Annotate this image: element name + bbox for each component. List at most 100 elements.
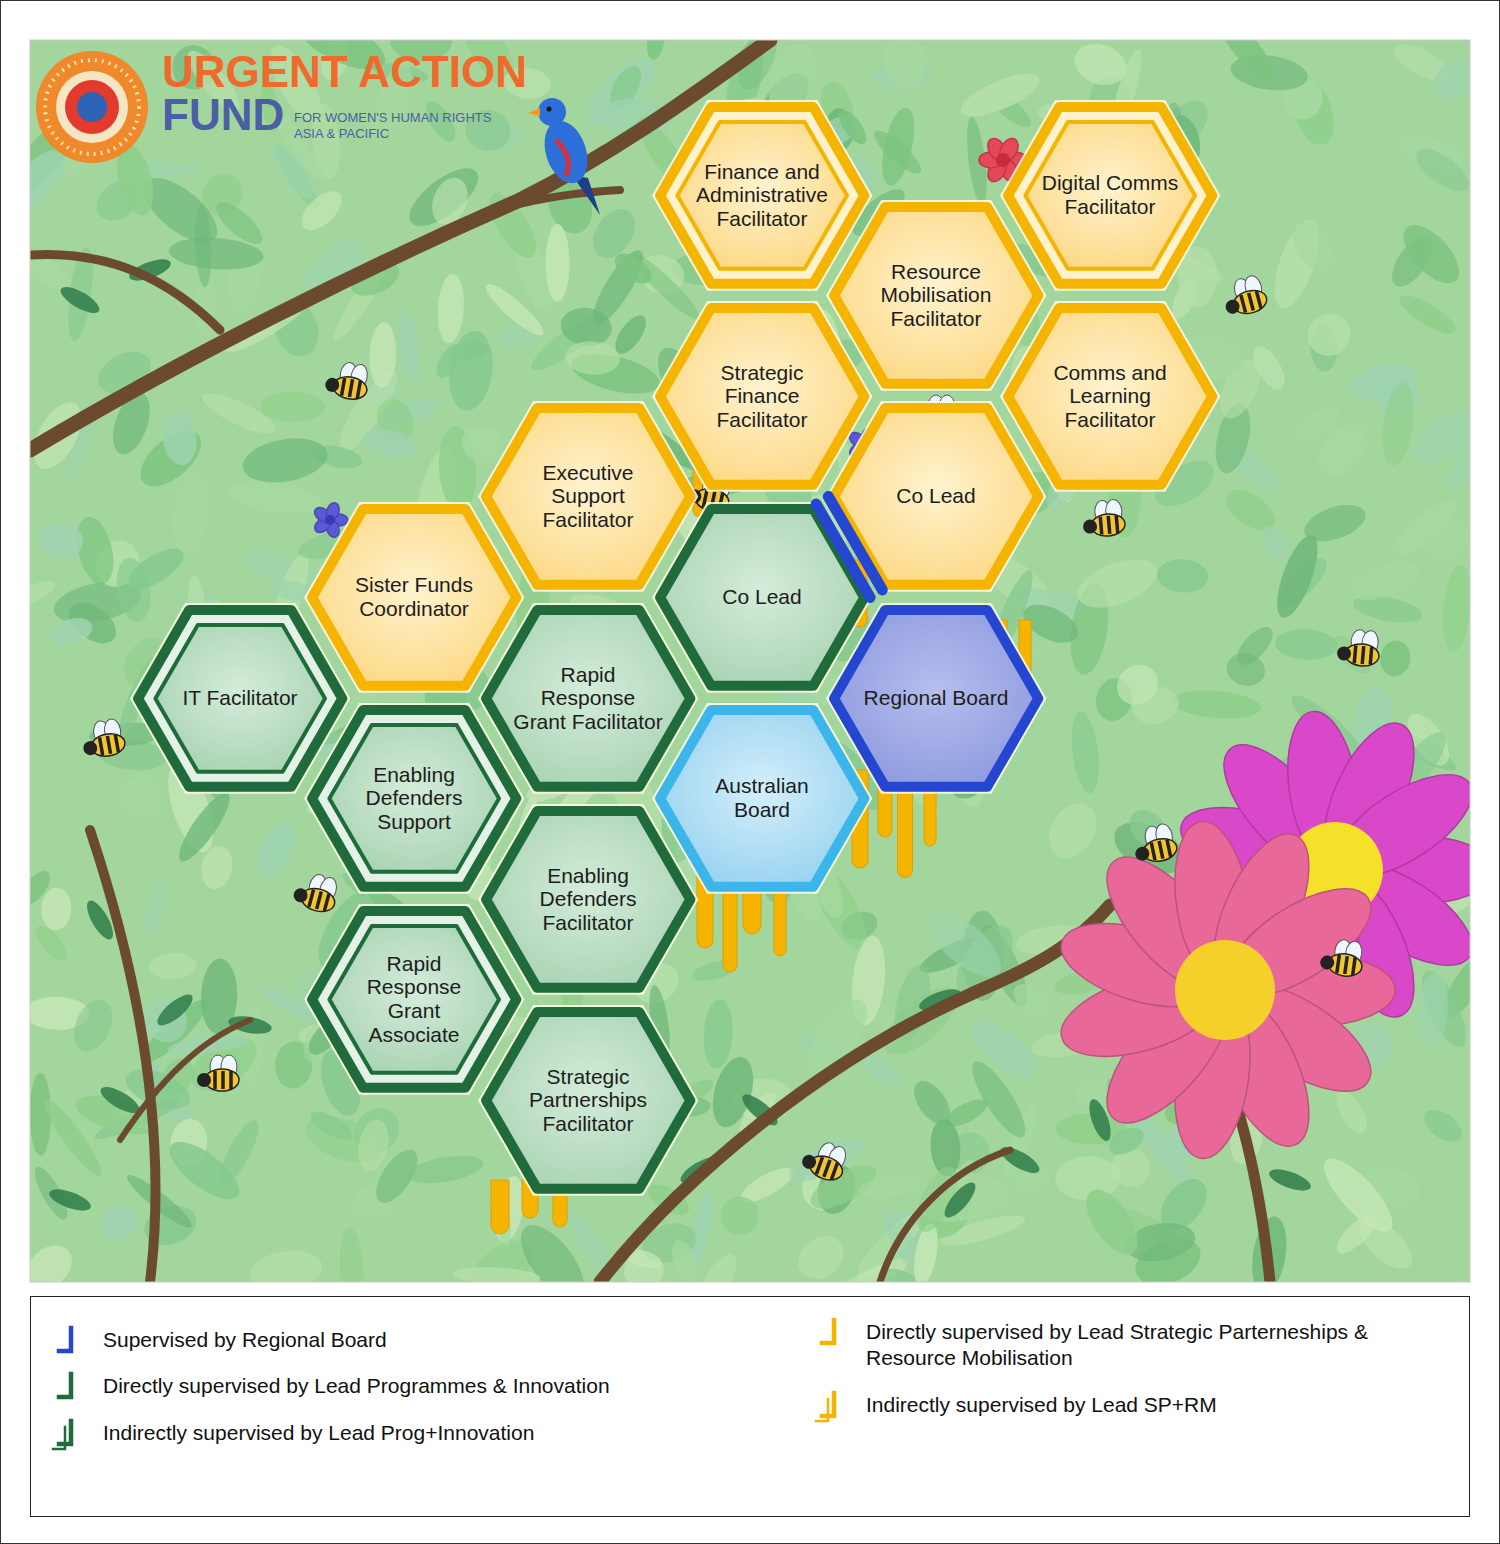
bee-stripe bbox=[1249, 293, 1254, 310]
hexagon-inner-border bbox=[677, 122, 847, 269]
hexagon-backing bbox=[833, 206, 1040, 385]
leaf bbox=[1413, 965, 1470, 1053]
leaf bbox=[161, 1132, 248, 1210]
hexagon-backing bbox=[485, 810, 692, 989]
leaf bbox=[112, 771, 168, 826]
leaf bbox=[790, 1227, 852, 1282]
leaf bbox=[159, 410, 200, 467]
role-text-box: Finance and Administrative Facilitator bbox=[694, 160, 831, 231]
hexagon-backing bbox=[659, 106, 866, 285]
leaf bbox=[857, 1172, 921, 1201]
leaf bbox=[1224, 650, 1269, 690]
bird-wing bbox=[556, 140, 568, 176]
hexagon-role: Enabling Defenders Facilitator bbox=[478, 804, 698, 995]
logo-ring bbox=[56, 71, 128, 143]
hexagon-backing bbox=[659, 709, 866, 888]
bee-stripe bbox=[1256, 291, 1261, 308]
hexagon-role: Rapid Response Grant Associate bbox=[304, 904, 524, 1095]
role-name: Rapid Response Grant Associate bbox=[346, 952, 483, 1046]
bee-stripe bbox=[1167, 839, 1171, 857]
role-name: Enabling Defenders Facilitator bbox=[513, 864, 663, 935]
role-name: Rapid Response Grant Facilitator bbox=[513, 663, 663, 734]
hexagon-role: Comms and Learning Facilitator bbox=[1000, 301, 1220, 492]
bee bbox=[1336, 628, 1381, 668]
hexagon-border bbox=[486, 408, 690, 585]
leaf bbox=[1247, 342, 1291, 395]
role-text-box: Comms and Learning Facilitator bbox=[1035, 361, 1185, 432]
legend-swatch bbox=[51, 1418, 77, 1452]
hexagon-role: Regional Board bbox=[826, 603, 1046, 794]
leaf bbox=[338, 1227, 366, 1282]
leaf bbox=[198, 386, 281, 441]
flower-center bbox=[325, 515, 335, 525]
bee-stripe bbox=[309, 889, 314, 906]
leaf bbox=[1170, 687, 1263, 721]
swatch-bracket bbox=[59, 1374, 71, 1397]
leaf bbox=[702, 998, 735, 1069]
role-name: Strategic Finance Facilitator bbox=[687, 361, 837, 432]
logo-ring bbox=[65, 80, 119, 134]
bee bbox=[79, 717, 127, 760]
leaf bbox=[1007, 977, 1055, 1024]
bee-stripe bbox=[229, 1071, 233, 1089]
leaf bbox=[667, 1237, 702, 1282]
leaf bbox=[38, 520, 86, 561]
leaf bbox=[167, 469, 216, 558]
leaf bbox=[41, 887, 72, 931]
hexagon-border bbox=[660, 107, 864, 284]
leaf bbox=[1439, 563, 1470, 653]
bee-head bbox=[292, 887, 309, 904]
role-text-box: Rapid Response Grant Facilitator bbox=[513, 663, 663, 734]
hexagon-border bbox=[1008, 308, 1212, 485]
hexagon-role: Sister Funds Coordinator bbox=[304, 502, 524, 693]
honey-drip bbox=[491, 1180, 509, 1234]
bee-stripe bbox=[1151, 843, 1155, 861]
swatch-bracket bbox=[59, 1328, 71, 1351]
leaf bbox=[1068, 710, 1103, 795]
branch bbox=[90, 830, 155, 1282]
bird-eye bbox=[547, 107, 552, 112]
hexagon-border bbox=[138, 610, 342, 787]
leaf bbox=[1289, 402, 1345, 446]
hexagon-backing bbox=[833, 609, 1040, 788]
bee-stripe bbox=[342, 378, 345, 396]
role-name: Executive Support Facilitator bbox=[513, 461, 663, 532]
twig-leaf bbox=[997, 1142, 1043, 1178]
leaf bbox=[1330, 1086, 1373, 1138]
flowers bbox=[312, 135, 1470, 1163]
leaf bbox=[198, 843, 237, 892]
leaf bbox=[1395, 289, 1461, 340]
role-name: Digital Comms Facilitator bbox=[1042, 171, 1179, 218]
role-text-box: Regional Board bbox=[864, 686, 1009, 710]
leaf bbox=[452, 1265, 541, 1282]
bee-stripe bbox=[1159, 841, 1163, 859]
leaf bbox=[47, 613, 96, 650]
leaf bbox=[956, 65, 1045, 124]
legend-text: Indirectly supervised by Lead SP+RM bbox=[866, 1392, 1446, 1418]
bee-stripe bbox=[1370, 647, 1372, 665]
role-text-box: Sister Funds Coordinator bbox=[339, 573, 489, 620]
twig-leaf bbox=[1267, 1165, 1314, 1195]
leaf bbox=[30, 866, 55, 910]
leaf bbox=[1054, 1155, 1121, 1202]
leaf bbox=[1378, 381, 1419, 469]
leaf bbox=[546, 224, 570, 302]
picture-border bbox=[30, 40, 1470, 1282]
leaf bbox=[1394, 216, 1469, 293]
ground bbox=[30, 40, 1470, 1282]
bee-head bbox=[1319, 955, 1335, 971]
role-name: Strategic Partnerships Facilitator bbox=[513, 1065, 663, 1136]
legend-swatch bbox=[814, 1390, 840, 1424]
bees bbox=[79, 273, 1381, 1184]
leaf bbox=[644, 40, 667, 61]
hexagon-role: Executive Support Facilitator bbox=[478, 401, 698, 592]
role-text-box: Enabling Defenders Support bbox=[346, 763, 483, 834]
hexagon-inner-border bbox=[329, 926, 499, 1073]
hexagon-role: Strategic Finance Facilitator bbox=[652, 301, 872, 492]
bee bbox=[799, 1136, 851, 1184]
twig-leaf bbox=[153, 990, 197, 1031]
leaf bbox=[260, 392, 325, 423]
role-name: Co Lead bbox=[722, 585, 801, 609]
logo-tagline: FOR WOMEN'S HUMAN RIGHTS bbox=[294, 111, 491, 124]
bee bbox=[1130, 822, 1179, 866]
